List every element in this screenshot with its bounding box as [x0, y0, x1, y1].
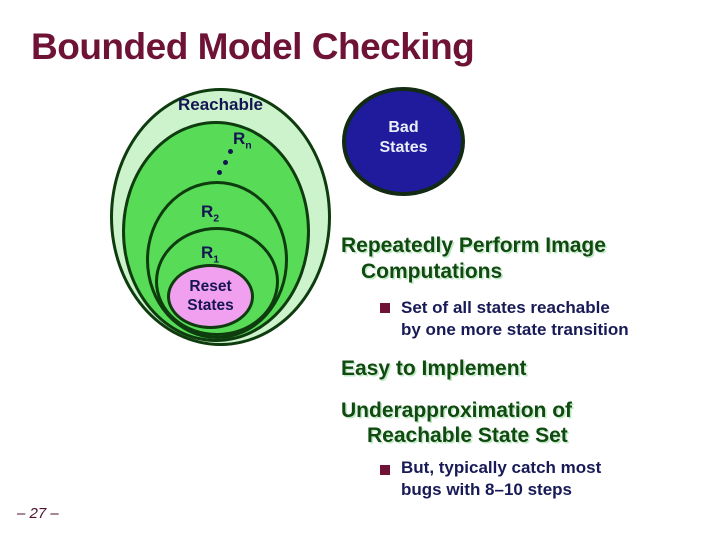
heading-underapproximation-line: Underapproximation of [341, 399, 573, 422]
bullet-catch-bugs: But, typically catch most bugs with 8–10… [401, 457, 601, 501]
bad-states-label: Bad States [342, 118, 465, 158]
reachable-label: Reachable [177, 95, 264, 114]
reset-states-label: Reset States [167, 277, 254, 315]
ellipsis-dot-icon [223, 160, 228, 165]
bad-states-label-line: States [379, 139, 428, 156]
heading-image-computations: Repeatedly Perform Image Computations [341, 233, 606, 285]
bullet-marker-icon [380, 465, 390, 475]
bullet-catch-bugs-line: But, typically catch most [401, 458, 602, 477]
r2-label: R2 [201, 202, 219, 224]
r1-label-base: R [201, 243, 214, 262]
heading-easy-line: Easy to Implement [341, 357, 527, 380]
heading-underapproximation-line: Reachable State Set [367, 424, 568, 447]
bad-states-ellipse [342, 87, 465, 196]
reset-states-label-line: States [187, 297, 234, 314]
bullet-catch-bugs-line: bugs with 8–10 steps [401, 480, 572, 499]
ellipsis-dot-icon [228, 149, 233, 154]
heading-image-line: Computations [361, 260, 503, 283]
slide-title: Bounded Model Checking [31, 26, 475, 67]
rn-label: Rn [233, 129, 252, 151]
rn-label-sub: n [245, 139, 252, 152]
page-number: – 27 – [17, 505, 59, 522]
bullet-states-reachable-line: Set of all states reachable [401, 298, 610, 317]
r1-label-sub: 1 [213, 253, 220, 266]
bullet-states-reachable: Set of all states reachable by one more … [401, 297, 629, 341]
r2-label-base: R [201, 202, 214, 221]
bad-states-label-line: Bad [388, 119, 419, 136]
reset-states-ellipse [167, 264, 254, 329]
heading-easy-to-implement: Easy to Implement [341, 356, 527, 382]
heading-image-line: Repeatedly Perform Image [341, 234, 606, 257]
rn-label-base: R [233, 129, 246, 148]
reset-states-label-line: Reset [189, 278, 232, 295]
bullet-marker-icon [380, 303, 390, 313]
bullet-states-reachable-line: by one more state transition [401, 320, 629, 339]
r2-label-sub: 2 [213, 212, 220, 225]
heading-underapproximation: Underapproximation of Reachable State Se… [341, 398, 572, 448]
r1-label: R1 [201, 243, 219, 265]
ellipsis-dot-icon [217, 170, 222, 175]
